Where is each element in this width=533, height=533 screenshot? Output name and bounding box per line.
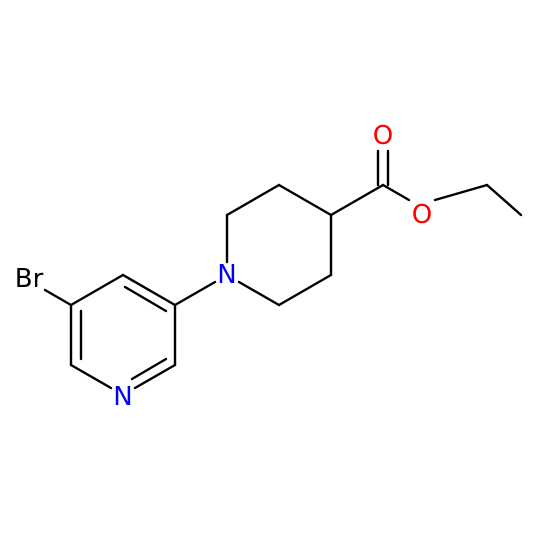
bond-c5-c4 <box>69 273 125 307</box>
bond-carbonyl-c-o <box>381 183 411 202</box>
atom-n-pyridine: N <box>113 382 132 412</box>
atom-br: Br <box>15 264 44 294</box>
bond-c6-npip <box>237 280 281 307</box>
bond-c3-c4 <box>277 183 333 217</box>
bond-n1-c6 <box>69 363 113 390</box>
bond-c5-c6 <box>277 273 333 307</box>
bond-c5-br <box>43 288 73 307</box>
bond-c2-n1-outer <box>133 363 177 390</box>
atom-n-piperidine: N <box>217 260 236 290</box>
atom-o-carbonyl: O <box>373 121 393 151</box>
bond-c4-c3-inner <box>123 285 168 313</box>
bond-c4-carbonyl-c <box>329 183 385 217</box>
bond-c3-npip <box>173 280 217 307</box>
bond-c4-c3-outer <box>121 273 177 307</box>
bond-c2-c3 <box>225 183 281 217</box>
atom-o-ester: O <box>412 200 432 230</box>
bond-c2-n1-inner <box>130 357 168 381</box>
bond-o-ch2 <box>433 183 489 202</box>
bond-ch2-ch3 <box>485 183 523 217</box>
